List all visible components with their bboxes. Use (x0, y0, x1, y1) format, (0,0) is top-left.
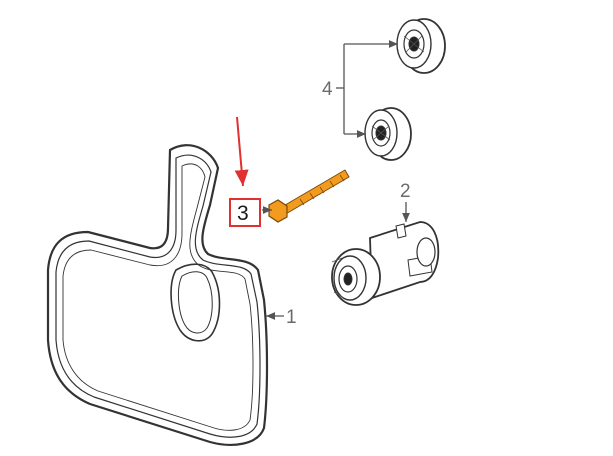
bolt (268, 169, 350, 223)
leader-lines (262, 40, 410, 320)
callout-2: 2 (400, 181, 411, 202)
highlight-box (229, 198, 261, 227)
highlight-arrow (234, 116, 249, 187)
belt-tensioner (331, 221, 440, 306)
idler-pulley-upper (396, 18, 446, 74)
serpentine-belt (46, 144, 269, 446)
callout-4: 4 (322, 79, 333, 100)
callout-1: 1 (286, 307, 297, 328)
idler-pulley-lower (364, 107, 412, 161)
callout-3: 3 (237, 202, 249, 225)
